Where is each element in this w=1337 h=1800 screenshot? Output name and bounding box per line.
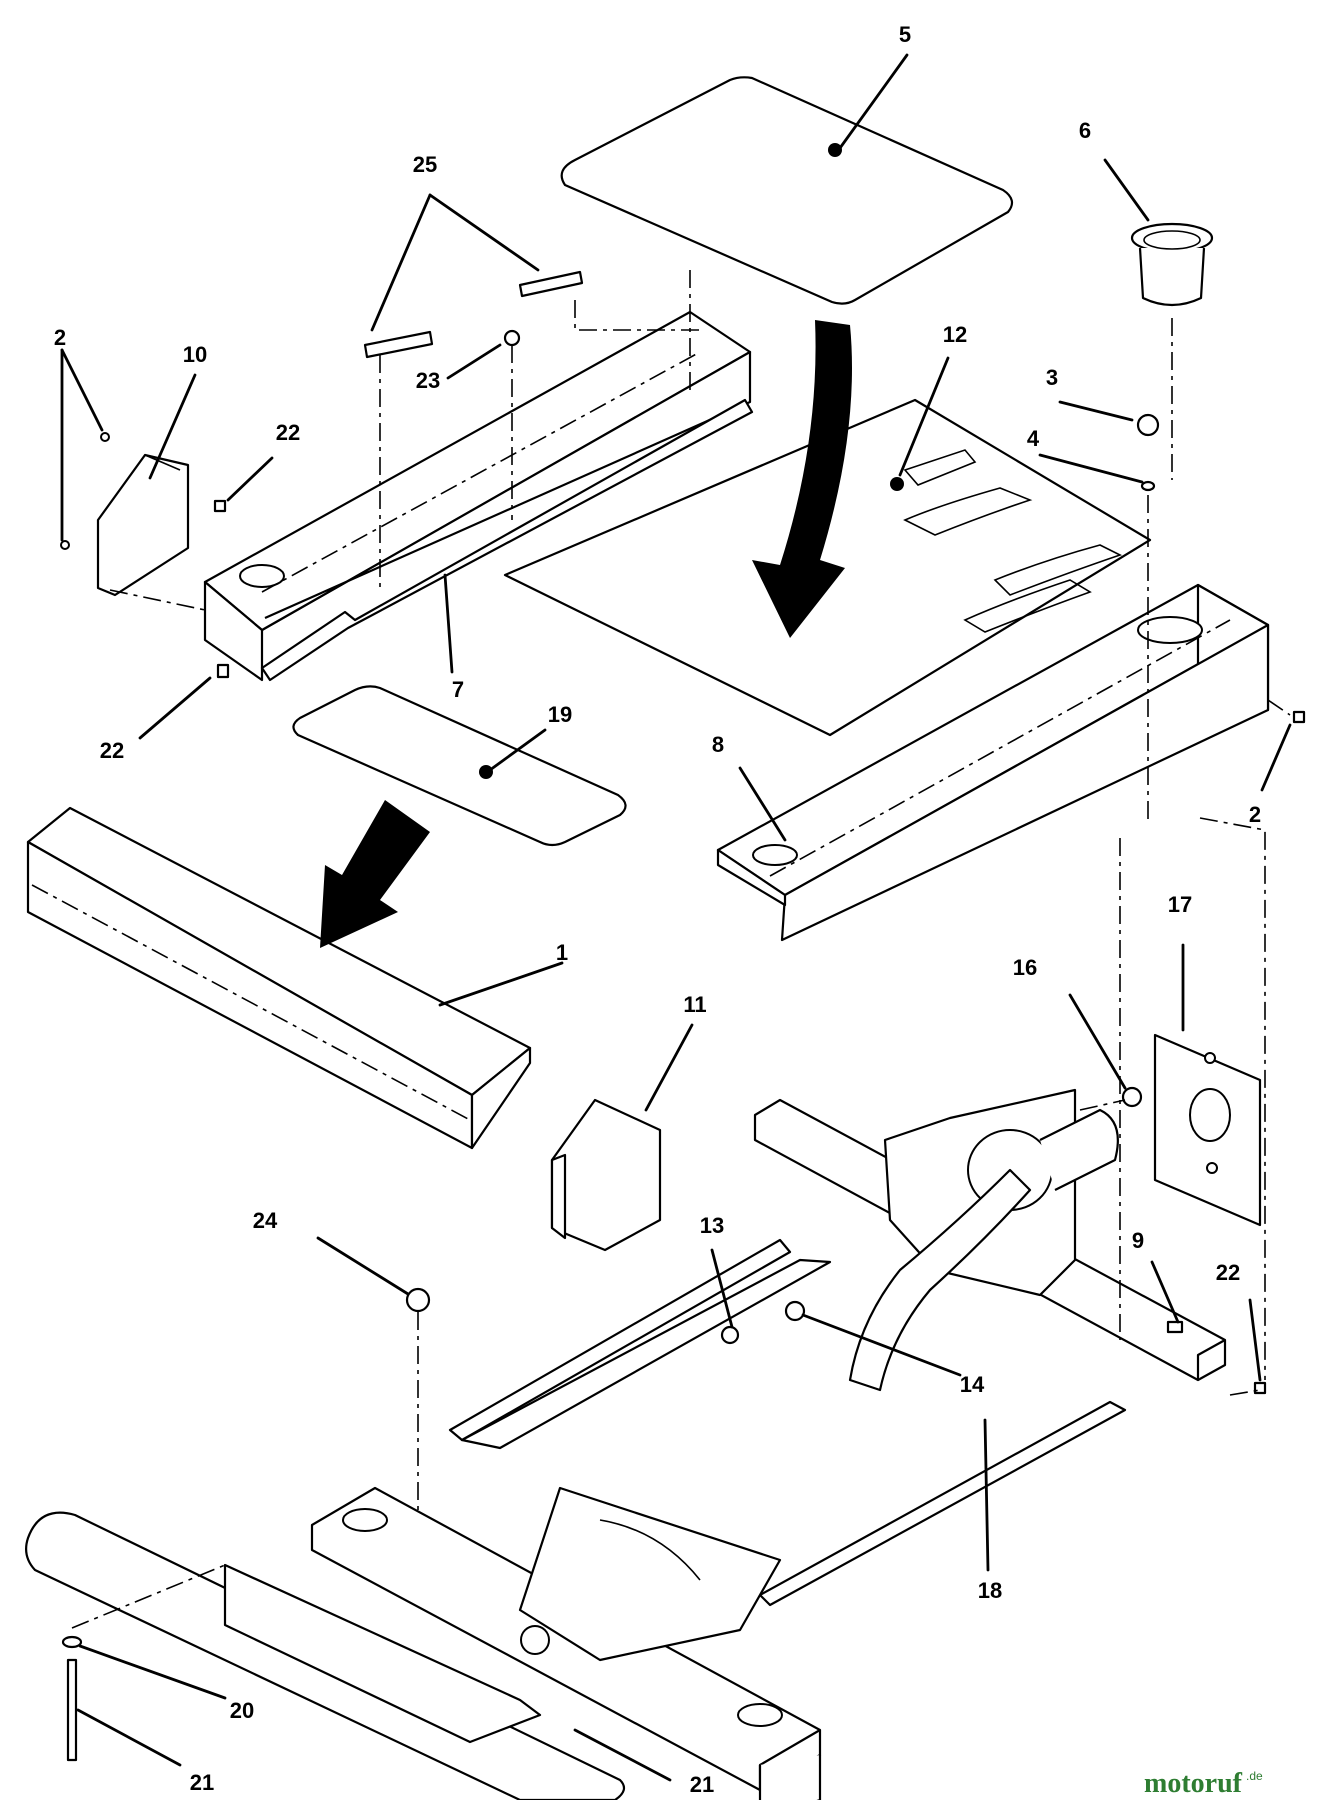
assembly-guide-lines [109,270,1291,1510]
callout-15: 16 [1013,955,1037,980]
nut-22c-icon [1253,1381,1267,1395]
callout-5: 5 [899,22,911,47]
callout-10: 10 [183,342,207,367]
bolt-13-icon [720,1325,740,1345]
callout-labels: 5 6 25 12 3 4 23 2 10 22 22 7 19 8 2 17 … [54,22,1261,1797]
nut-22b-icon [216,663,230,679]
callout-13: 13 [700,1213,724,1238]
part-17-main-frame [310,1088,1227,1800]
watermark-main: motoruf [1144,1768,1243,1799]
part-16-mount-plate [1153,1033,1262,1227]
watermark: motoruf .de [1144,1768,1263,1799]
callout-21: 21 [690,1772,714,1797]
bolt-20-icon [66,1658,78,1762]
callout-20: 21 [190,1770,214,1795]
hardware-fasteners [60,270,1306,1762]
callout-4: 4 [1027,426,1040,451]
callout-17: 18 [978,1578,1002,1603]
washer-4-icon [1140,480,1156,492]
part-7-left-channel [203,310,754,682]
callout-19: 20 [230,1698,254,1723]
part-8-right-channel [716,583,1270,942]
callout-2-left: 2 [54,325,66,350]
callout-12: 12 [943,322,967,347]
callout-23: 23 [416,368,440,393]
callout-2-right: 2 [1249,802,1261,827]
callout-1: 1 [556,940,568,965]
callout-18: 19 [548,702,572,727]
callout-22-right: 22 [1216,1260,1240,1285]
strip-25b-icon [363,330,434,359]
screw-2b-icon [60,540,70,550]
callout-6: 6 [1079,118,1091,143]
callout-7: 7 [452,677,464,702]
screw-23-icon [503,329,521,347]
callout-9: 9 [1132,1228,1144,1253]
part-18-panel [292,685,627,847]
callout-22-top: 22 [276,420,300,445]
assembly-arrows [320,320,852,948]
callout-22-left: 22 [100,738,124,763]
washer-14-icon [784,1300,806,1322]
callout-11: 11 [683,992,706,1017]
callout-14: 14 [960,1372,985,1397]
part-5-seat-pad [560,76,1014,305]
screw-2c-icon [1292,710,1306,724]
callout-25: 25 [413,152,437,177]
part-6-cup-bushing [1130,222,1214,307]
watermark-tld: .de [1246,1769,1263,1783]
callout-8: 8 [712,732,724,757]
knob-3-icon [1136,413,1160,437]
leader-lines [60,53,1292,1782]
callout-3: 3 [1046,365,1058,390]
clip-9-icon [1166,1320,1184,1334]
nut-24-icon [405,1287,431,1313]
nut-15-icon [1121,1086,1143,1108]
screw-2a-icon [100,432,110,442]
nut-22a-icon [213,499,227,513]
strip-25a-icon [518,270,584,298]
callout-16: 17 [1168,892,1192,917]
part-1-front-cover [26,806,532,1150]
part-21-front-bumper [25,1511,626,1800]
part-11-side-bracket [550,1098,662,1252]
callout-24: 24 [253,1208,278,1233]
washer-19-icon [61,1635,83,1649]
part-10-left-bracket [96,453,190,597]
